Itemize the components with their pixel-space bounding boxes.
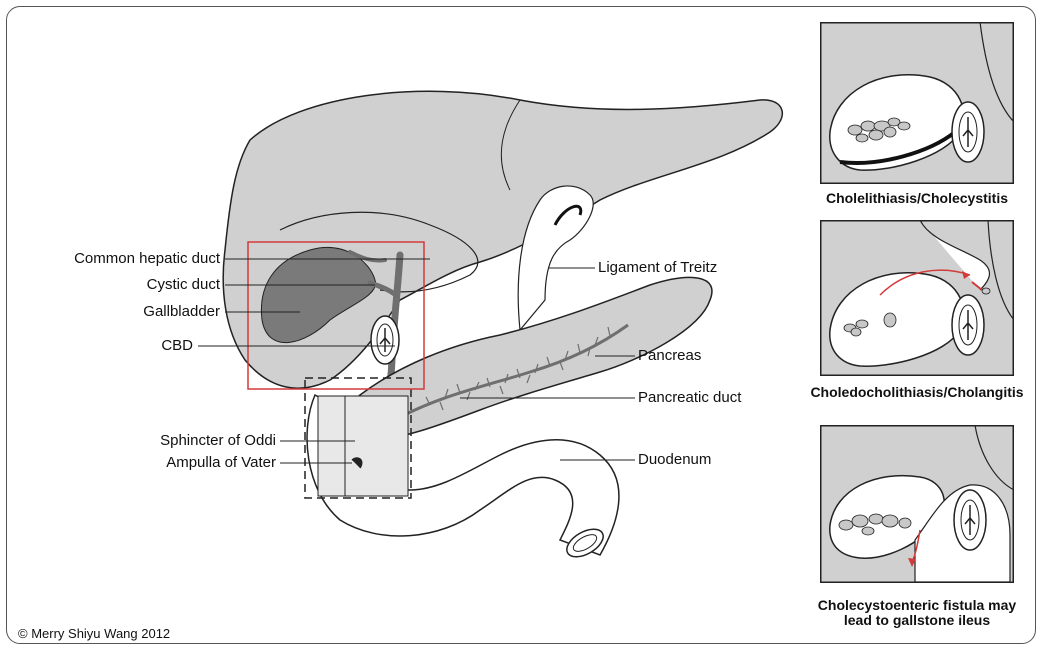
inset-choledocholithiasis	[820, 220, 1014, 376]
label-cystic-duct: Cystic duct	[147, 276, 220, 294]
label-ampulla-of-vater: Ampulla of Vater	[166, 454, 276, 472]
inset-cholecystoenteric-fistula	[820, 425, 1014, 583]
label-pancreatic-duct: Pancreatic duct	[638, 389, 741, 407]
label-gallbladder: Gallbladder	[143, 303, 220, 321]
duodenal-section	[318, 396, 408, 496]
label-duodenum: Duodenum	[638, 451, 711, 469]
label-common-hepatic-duct: Common hepatic duct	[74, 250, 220, 268]
label-sphincter-of-oddi: Sphincter of Oddi	[160, 432, 276, 450]
inset-cholelithiasis	[820, 22, 1014, 184]
label-cbd: CBD	[161, 337, 193, 355]
label-pancreas: Pancreas	[638, 347, 701, 365]
label-ligament-of-treitz: Ligament of Treitz	[598, 259, 717, 277]
caption-cholelithiasis: Cholelithiasis/Cholecystitis	[800, 190, 1034, 207]
caption-choledocholithiasis: Choledocholithiasis/Cholangitis	[795, 384, 1039, 401]
caption-fistula-line2: lead to gallstone ileus	[800, 612, 1034, 629]
copyright-notice: © Merry Shiyu Wang 2012	[18, 626, 170, 641]
